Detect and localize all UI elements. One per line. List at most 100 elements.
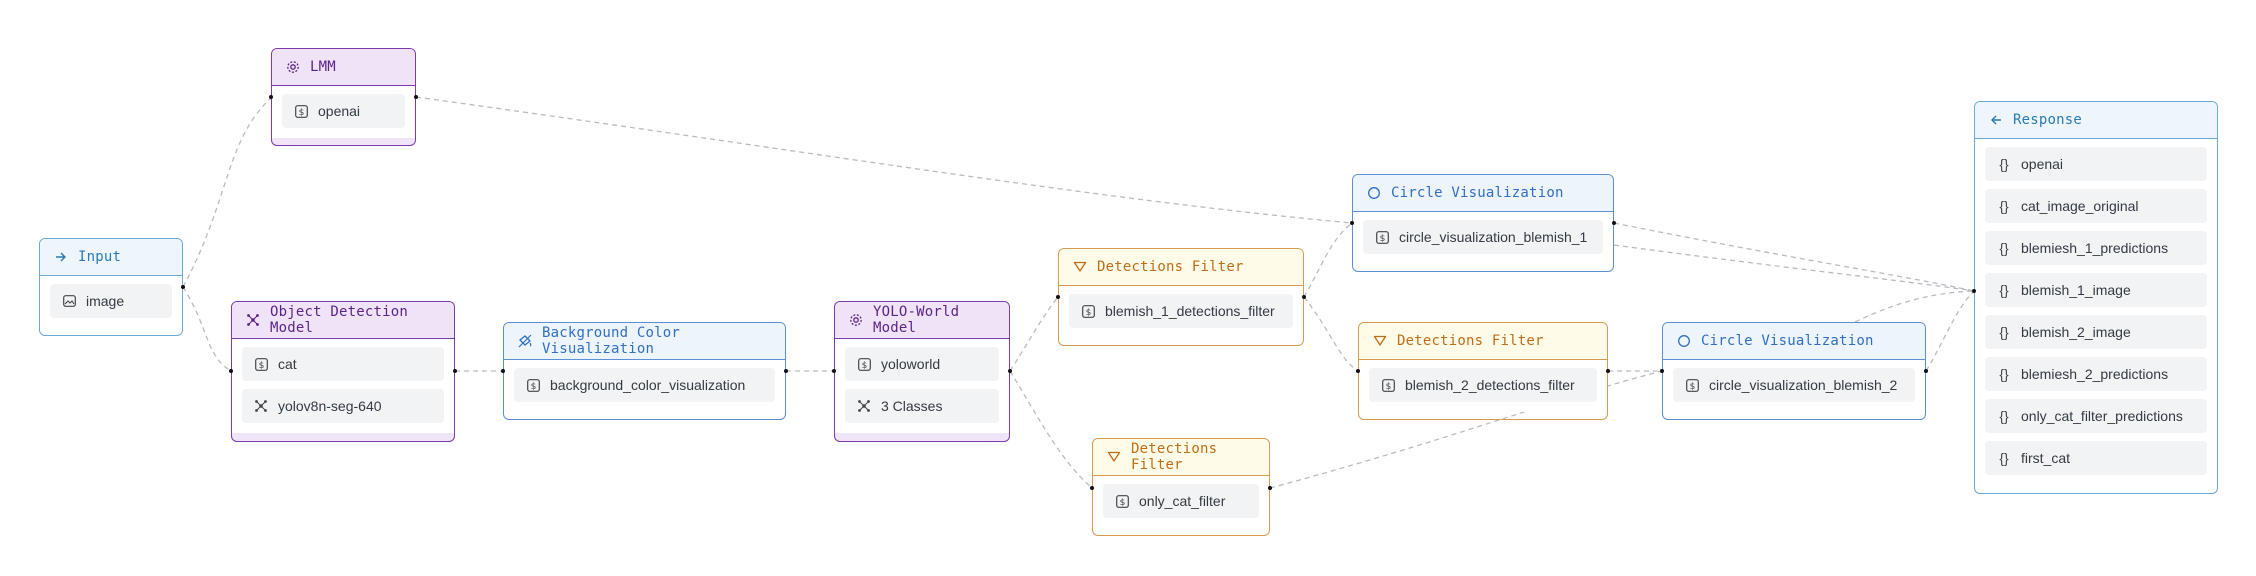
braces-icon: {} — [1999, 198, 2009, 214]
handle-dot[interactable] — [501, 369, 505, 373]
filter-blemish-2-row[interactable]: $ blemish_2_detections_filter — [1369, 368, 1597, 402]
handle-dot[interactable] — [1606, 369, 1610, 373]
handle-dot[interactable] — [269, 95, 273, 99]
circle-viz-2-row[interactable]: $ circle_visualization_blemish_2 — [1673, 368, 1915, 402]
response-row[interactable]: {}cat_image_original — [1985, 189, 2207, 223]
handle-dot[interactable] — [1924, 369, 1928, 373]
filter-blemish-1-row[interactable]: $ blemish_1_detections_filter — [1069, 294, 1293, 328]
response-row[interactable]: {}only_cat_filter_predictions — [1985, 399, 2207, 433]
handle-dot[interactable] — [1612, 221, 1616, 225]
background-color-row[interactable]: $ background_color_visualization — [514, 368, 775, 402]
edge-circle2-response — [1925, 290, 1975, 372]
lmm-node[interactable]: LMM $ openai — [271, 48, 416, 146]
handle-dot[interactable] — [1972, 289, 1976, 293]
handle-dot[interactable] — [1356, 369, 1360, 373]
response-row[interactable]: {}openai — [1985, 147, 2207, 181]
response-row[interactable]: {}blemiesh_2_predictions — [1985, 357, 2207, 391]
handle-dot[interactable] — [832, 369, 836, 373]
dollar-box-icon: $ — [1685, 378, 1699, 392]
edge-input-object-detection — [182, 286, 232, 372]
dollar-box-icon: $ — [1381, 378, 1395, 392]
row-label: yoloworld — [881, 356, 941, 372]
svg-text:$: $ — [1379, 234, 1385, 244]
handle-dot[interactable] — [453, 369, 457, 373]
edge-input-lmm — [182, 96, 273, 288]
edge-filter1-filter2 — [1303, 296, 1359, 372]
svg-text:$: $ — [298, 108, 304, 118]
braces-icon: {} — [1999, 240, 2009, 256]
braces-icon: {} — [1999, 324, 2009, 340]
handle-dot[interactable] — [414, 95, 418, 99]
gear-icon — [286, 60, 300, 74]
dollar-box-icon: $ — [857, 357, 871, 371]
row-label: openai — [2021, 156, 2064, 172]
node-title: YOLO-World Model — [873, 304, 960, 336]
svg-text:$: $ — [1689, 382, 1695, 392]
background-color-node-header: Background Color Visualization — [504, 323, 785, 360]
lmm-row-openai[interactable]: $ openai — [282, 94, 405, 128]
input-row-image[interactable]: image — [50, 284, 172, 318]
response-row[interactable]: {}blemish_2_image — [1985, 315, 2207, 349]
response-row[interactable]: {} first_cat — [1985, 441, 2207, 475]
handle-dot[interactable] — [229, 369, 233, 373]
handle-dot[interactable] — [1302, 295, 1306, 299]
circle-icon — [1367, 186, 1381, 200]
node-title: LMM — [310, 59, 336, 75]
row-label: circle_visualization_blemish_2 — [1709, 377, 1898, 393]
row-label: 3 Classes — [881, 398, 943, 414]
edge-yolo-filteronlycat — [1009, 370, 1093, 489]
circle-viz-1-row[interactable]: $ circle_visualization_blemish_1 — [1363, 220, 1603, 254]
svg-text:$: $ — [861, 361, 867, 371]
edge-lmm-circle1 — [415, 96, 1353, 224]
object-detection-row-model[interactable]: yolov8n-seg-640 — [242, 389, 444, 423]
dollar-box-icon: $ — [1081, 304, 1095, 318]
node-title: Circle Visualization — [1701, 333, 1874, 349]
handle-dot[interactable] — [1056, 295, 1060, 299]
yolo-world-row-classes[interactable]: 3 Classes — [845, 389, 999, 423]
handle-dot[interactable] — [1090, 486, 1094, 490]
gear-icon — [849, 313, 863, 327]
row-label: circle_visualization_blemish_1 — [1399, 229, 1588, 245]
handle-dot[interactable] — [784, 369, 788, 373]
detections-filter-blemish-1-node[interactable]: Detections Filter $ blemish_1_detections… — [1058, 248, 1304, 346]
row-label: cat — [278, 356, 297, 372]
braces-icon: {} — [1999, 450, 2009, 466]
handle-dot[interactable] — [181, 285, 185, 289]
response-node-header: Response — [1975, 102, 2217, 139]
handle-dot[interactable] — [1350, 221, 1354, 225]
yolo-world-node[interactable]: YOLO-World Model $ yoloworld 3 Classes — [834, 301, 1010, 442]
handle-dot[interactable] — [1660, 369, 1664, 373]
input-node[interactable]: Input image — [39, 238, 183, 336]
row-label: only_cat_filter_predictions — [2021, 408, 2183, 424]
object-detection-row-cat[interactable]: $ cat — [242, 347, 444, 381]
detections-filter-blemish-2-node[interactable]: Detections Filter $ blemish_2_detections… — [1358, 322, 1608, 420]
handle-dot[interactable] — [1268, 486, 1272, 490]
row-label: blemish_1_detections_filter — [1105, 303, 1275, 319]
arrow-right-icon — [54, 250, 68, 264]
object-detection-node[interactable]: Object Detection Model $ cat yolov8n-seg… — [231, 301, 455, 442]
detections-filter-only-cat-node[interactable]: Detections Filter $ only_cat_filter — [1092, 438, 1270, 536]
filter-only-cat-row[interactable]: $ only_cat_filter — [1103, 484, 1259, 518]
row-label: blemiesh_1_predictions — [2021, 240, 2169, 256]
svg-text:$: $ — [258, 361, 264, 371]
circle-visualization-2-node[interactable]: Circle Visualization $ circle_visualizat… — [1662, 322, 1926, 420]
response-row[interactable]: {} blemiesh_1_predictions — [1985, 231, 2207, 265]
handle-dot[interactable] — [1008, 369, 1012, 373]
row-label: first_cat — [2021, 450, 2071, 466]
background-color-visualization-node[interactable]: Background Color Visualization $ backgro… — [503, 322, 786, 420]
response-node[interactable]: Response {}openai {}cat_image_original {… — [1974, 101, 2218, 494]
node-title: Detections Filter — [1131, 441, 1218, 473]
lmm-node-header: LMM — [272, 49, 415, 86]
network-icon — [254, 399, 268, 413]
response-row[interactable]: {}blemish_1_image — [1985, 273, 2207, 307]
circle-visualization-1-node[interactable]: Circle Visualization $ circle_visualizat… — [1352, 174, 1614, 272]
row-label: background_color_visualization — [550, 377, 746, 393]
yolo-world-row-model[interactable]: $ yoloworld — [845, 347, 999, 381]
dollar-box-icon: $ — [294, 104, 308, 118]
filter-icon — [1373, 334, 1387, 348]
circle-visualization-header: Circle Visualization — [1663, 323, 1925, 360]
svg-text:$: $ — [1085, 308, 1091, 318]
node-title: Input — [78, 249, 122, 265]
node-title: Detections Filter — [1397, 333, 1544, 349]
network-icon — [857, 399, 871, 413]
